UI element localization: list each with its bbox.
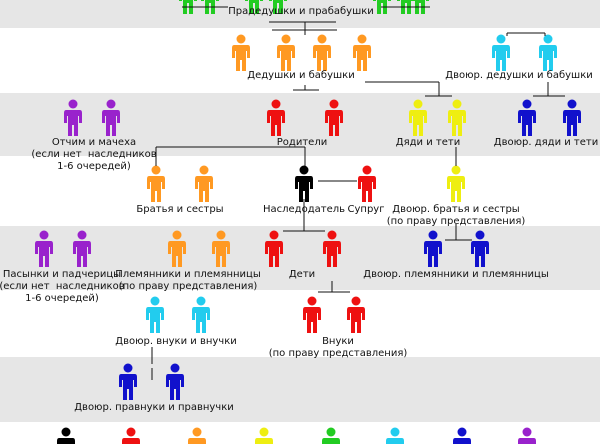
person-cousin-grandchild-2 [192, 296, 210, 333]
person-great-grandparent-5 [373, 0, 391, 14]
person-grandchild-1 [303, 296, 321, 333]
label-great-grandparents: Прадедушки и прабабушки [228, 6, 374, 17]
person-child-2 [323, 230, 341, 267]
person-great-grandparent-7 [411, 0, 429, 14]
label-spouse: Супруг [347, 204, 385, 215]
person-nephew [168, 230, 186, 267]
person-cousin-grandparent-1 [492, 34, 510, 71]
person-grandparent-3 [313, 34, 331, 71]
person-cousin-uncle [518, 99, 536, 136]
legend-person-8 [518, 427, 536, 444]
person-heir [295, 165, 313, 202]
label-grandchildren: Внуки (по праву представления) [268, 336, 408, 359]
person-great-grandparent-4 [269, 0, 287, 14]
label-cousin-great-grandchildren: Двоюр. правнуки и правнучки [74, 402, 234, 413]
person-great-grandparent-6 [397, 0, 415, 14]
legend-person-7 [453, 427, 471, 444]
label-stepchildren: Пасынки и падчерицы (если нет наследнико… [0, 269, 125, 304]
legend-person-1 [57, 427, 75, 444]
legend-person-6 [386, 427, 404, 444]
person-grandparent-1 [232, 34, 250, 71]
person-sibling-2 [195, 165, 213, 202]
legend-person-2 [122, 427, 140, 444]
person-cousin-aunt [563, 99, 581, 136]
label-cousin-uncles-aunts: Двоюр. дяди и тети [493, 137, 599, 148]
person-parent-1 [267, 99, 285, 136]
band-row-5 [0, 226, 600, 290]
legend-person-5 [322, 427, 340, 444]
person-stepdaughter [73, 230, 91, 267]
person-cousin-niece [471, 230, 489, 267]
person-stepson [35, 230, 53, 267]
band-row-7 [0, 357, 600, 422]
legend-person-3 [188, 427, 206, 444]
label-children: Дети [288, 269, 316, 280]
person-cousin-grandchild-1 [146, 296, 164, 333]
label-cousins: Двоюр. братья и сестры (по праву предста… [386, 204, 526, 227]
person-parent-2 [325, 99, 343, 136]
label-cousin-nephews: Двоюр. племянники и племянницы [363, 269, 549, 280]
person-grandchild-2 [347, 296, 365, 333]
person-great-grandparent-1 [179, 0, 197, 14]
label-nephews: Племянники и племянницы (по праву предст… [115, 269, 261, 292]
person-aunt [448, 99, 466, 136]
label-cousin-grandchildren: Двоюр. внуки и внучки [115, 336, 237, 347]
label-cousin-grandparents: Двоюр. дедушки и бабушки [445, 70, 593, 81]
person-sibling-1 [147, 165, 165, 202]
person-cousin-great-grandchild-2 [166, 363, 184, 400]
band-row-1 [0, 0, 600, 28]
person-uncle [409, 99, 427, 136]
person-spouse [358, 165, 376, 202]
band-row-3 [0, 93, 600, 156]
person-grandparent-2 [277, 34, 295, 71]
person-great-grandparent-2 [201, 0, 219, 14]
label-stepparents: Отчим и мачеха (если нет наследников 1-6… [31, 137, 157, 172]
label-siblings: Братья и сестры [136, 204, 224, 215]
label-grandparents: Дедушки и бабушки [247, 70, 355, 81]
person-stepfather [64, 99, 82, 136]
label-parents: Родители [276, 137, 328, 148]
person-cousin [447, 165, 465, 202]
person-cousin-nephew [424, 230, 442, 267]
person-cousin-grandparent-2 [539, 34, 557, 71]
legend-person-4 [255, 427, 273, 444]
label-uncles-aunts: Дяди и тети [395, 137, 461, 148]
person-child-1 [265, 230, 283, 267]
label-heir: Наследодатель [262, 204, 346, 215]
person-grandparent-4 [353, 34, 371, 71]
person-stepmother [102, 99, 120, 136]
person-niece [212, 230, 230, 267]
person-great-grandparent-3 [245, 0, 263, 14]
person-cousin-great-grandchild-1 [119, 363, 137, 400]
